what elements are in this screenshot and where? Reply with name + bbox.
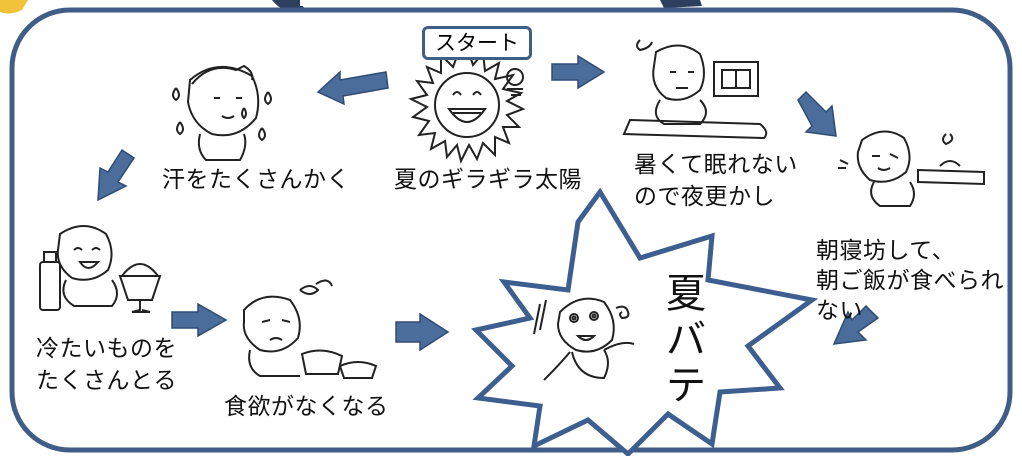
arrow-appetite-to-result (395, 312, 450, 352)
arrow-sun-to-sweat (316, 70, 389, 106)
result-char-2: バ (666, 317, 706, 363)
no-appetite-boy-illustration (242, 279, 378, 379)
oversleep-label-line1: 朝寝坊して、 (816, 238, 956, 264)
result-char-1: 夏 (666, 271, 706, 317)
heat-night-label-line2: ので夜更かし (634, 184, 775, 210)
arrow-coldfood-to-appetite (171, 302, 228, 338)
cold-food-label-line1: 冷たいものを (36, 336, 177, 362)
dizzy-boy-illustration (533, 297, 635, 381)
heat-night-label-line1: 暑くて眠れない (634, 152, 798, 178)
sweating-boy-illustration (172, 64, 272, 161)
sun-label: 夏のギラギラ太陽 (394, 167, 582, 193)
oversleep-boy-illustration (838, 130, 985, 207)
burst-star (471, 187, 819, 456)
oversleep-label-line3: ない (816, 298, 863, 324)
result-char-3: テ (666, 363, 706, 409)
sweat-label: 汗をたくさんかく (162, 167, 350, 193)
arrow-start-to-heat (551, 54, 606, 90)
header-decoration (0, 0, 702, 14)
cold-food-label-line2: たくさんとる (36, 368, 177, 394)
appetite-label: 食欲がなくなる (224, 394, 389, 420)
sun-illustration (408, 45, 526, 164)
arrow-oversleep-to-result (832, 304, 880, 345)
hot-night-boy-illustration (622, 39, 768, 140)
start-badge: スタート (422, 26, 532, 60)
arrow-sweat-to-coldfood (97, 148, 136, 202)
cold-food-boy-illustration (39, 225, 162, 313)
arrow-heat-to-oversleep (797, 90, 837, 137)
oversleep-label-line2: 朝ご飯が食べられ (816, 268, 1004, 294)
rounded-frame (9, 7, 1013, 453)
